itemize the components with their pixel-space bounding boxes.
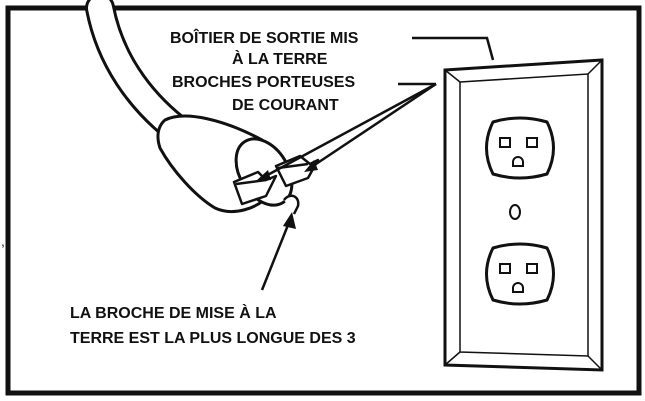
outlet-wall-plate: [443, 58, 604, 372]
ground-pin-label-line2: TERRE EST LA PLUS LONGUE DES 3: [70, 330, 356, 347]
ground-pin-label-line1: LA BROCHE DE MISE À LA: [70, 303, 277, 322]
edge-mark: ,: [1, 233, 5, 249]
lower-receptacle: [485, 242, 555, 306]
ground-pin: [283, 194, 300, 215]
current-pins-label-line1: BROCHES PORTEUSES: [172, 74, 355, 91]
power-cord: [85, 0, 190, 143]
grounded-box-label-line2: À LA TERRE: [232, 49, 328, 68]
current-pins-label-line2: DE COURANT: [232, 97, 339, 114]
grounded-box-label-line1: BOÎTIER DE SORTIE MIS: [170, 28, 359, 47]
current-pins-arrows: [256, 82, 437, 181]
grounded-box-leader: [412, 36, 495, 61]
plate-screw: [509, 204, 521, 220]
ground-pin-arrow: [260, 212, 296, 291]
upper-receptacle: [485, 116, 555, 180]
